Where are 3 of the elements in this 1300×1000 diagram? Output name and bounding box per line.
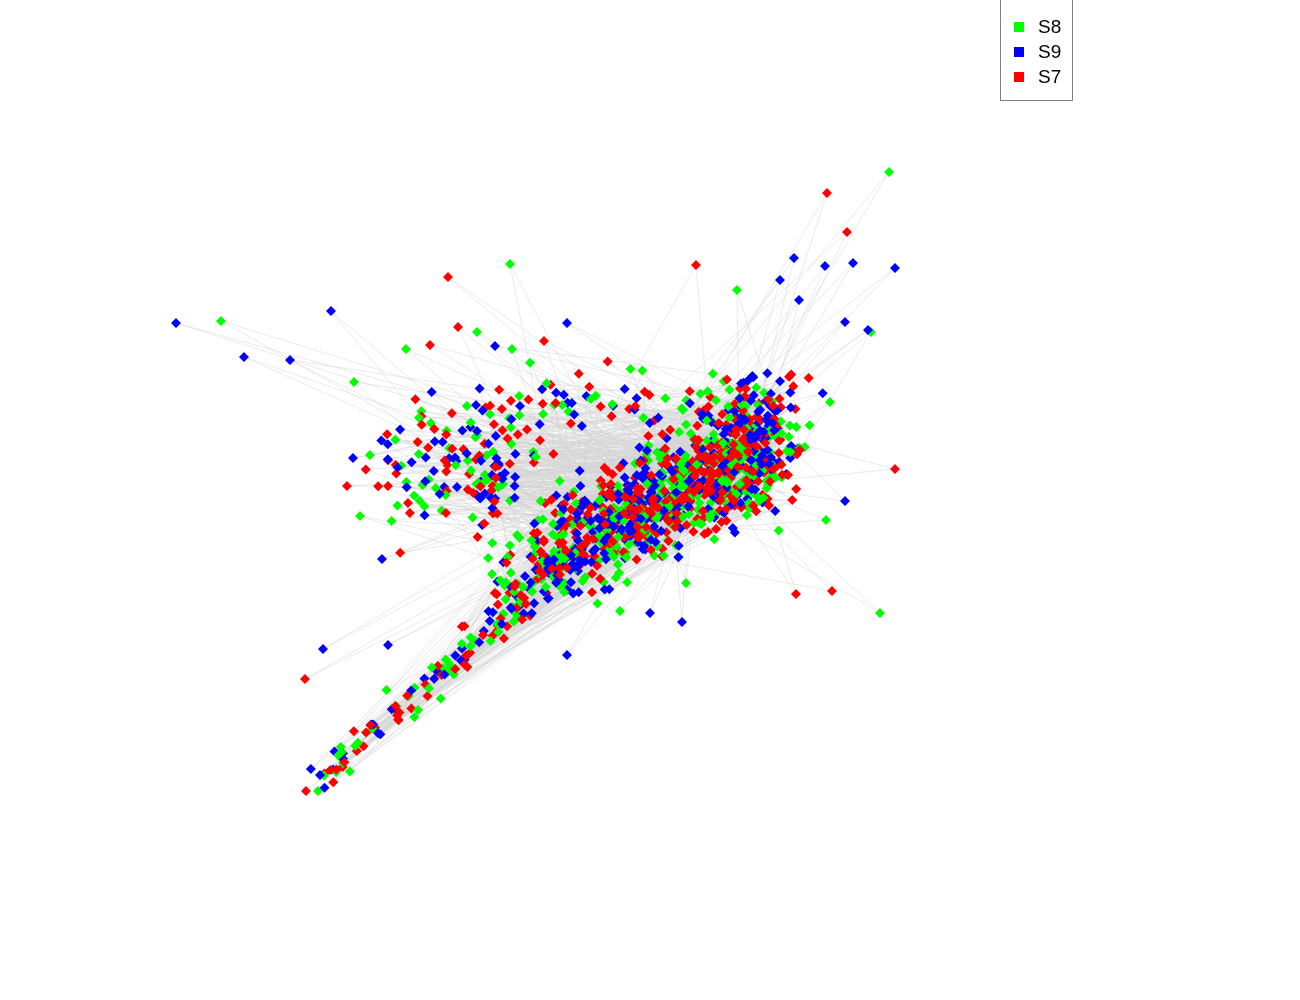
legend-label: S9 (1038, 40, 1062, 63)
legend-label: S7 (1038, 65, 1062, 88)
legend-label: S8 (1038, 15, 1062, 38)
